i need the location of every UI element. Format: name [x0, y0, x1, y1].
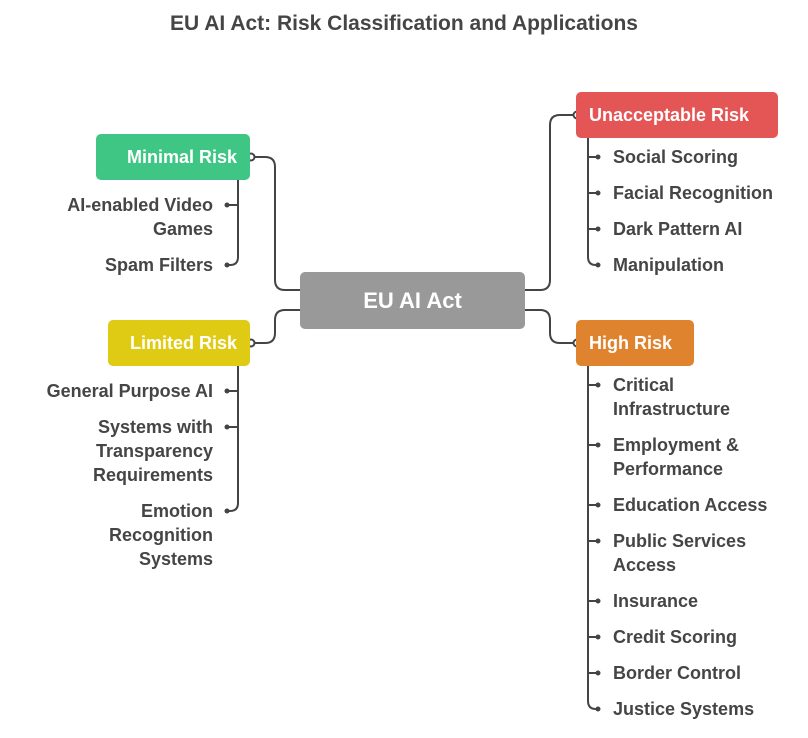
list-item: Insurance: [613, 591, 699, 611]
list-item: General Purpose AI: [46, 381, 213, 401]
list-item: Credit Scoring: [613, 627, 738, 647]
item-line: Recognition: [109, 525, 213, 545]
item-line: Performance: [613, 459, 724, 479]
list-item: Public Services Access: [613, 529, 746, 577]
item-line: Access: [613, 555, 677, 575]
limited-risk-label: Limited Risk: [129, 332, 237, 353]
connector-high: [525, 309, 573, 344]
minimal-risk-node: Minimal Risk: [96, 134, 250, 180]
diagram-title: EU AI Act: Risk Classification and Appli…: [170, 12, 638, 35]
high-risk-node: High Risk: [576, 320, 694, 366]
unacceptable-risk-node: Unacceptable Risk: [576, 92, 778, 138]
item-line: Systems with: [97, 417, 213, 437]
item-line: Infrastructure: [613, 399, 731, 419]
item-line: AI-enabled Video: [67, 195, 213, 215]
item-line: Critical: [613, 375, 675, 395]
minimal-risk-label: Minimal Risk: [126, 146, 237, 167]
item-line: Emotion: [141, 501, 213, 521]
item-line: Public Services: [613, 531, 747, 551]
list-item: Facial Recognition: [613, 183, 774, 203]
item-line: Games: [152, 219, 213, 239]
list-item: Social Scoring: [613, 147, 739, 167]
list-item: Education Access: [613, 495, 768, 515]
item-line: Transparency: [95, 441, 213, 461]
item-line: Employment &: [613, 435, 740, 455]
limited-risk-node: Limited Risk: [108, 320, 250, 366]
list-item: Employment & Performance: [613, 433, 739, 481]
high-risk-label: High Risk: [589, 332, 673, 353]
center-node: EU AI Act: [300, 272, 525, 329]
list-item: Emotion Recognition Systems: [109, 499, 213, 571]
item-line: Requirements: [92, 465, 213, 485]
item-line: Systems: [138, 549, 213, 569]
list-item: Critical Infrastructure: [613, 373, 730, 421]
connector-limited: [254, 309, 300, 344]
list-item: AI-enabled Video Games: [67, 193, 213, 241]
connector-minimal: [254, 156, 300, 291]
list-item: Dark Pattern AI: [613, 219, 743, 239]
list-item: Spam Filters: [104, 255, 213, 275]
connector-unacceptable: [525, 114, 573, 291]
unacceptable-risk-label: Unacceptable Risk: [589, 104, 750, 125]
list-item: Justice Systems: [613, 699, 755, 719]
center-label: EU AI Act: [363, 287, 462, 313]
list-item: Border Control: [613, 663, 741, 683]
list-item: Systems with Transparency Requirements: [93, 415, 213, 487]
list-item: Manipulation: [613, 255, 724, 275]
